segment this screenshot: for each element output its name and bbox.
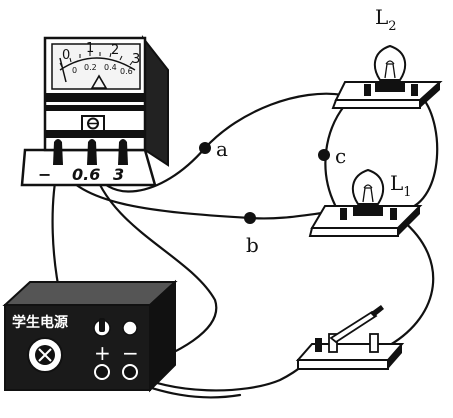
lamp-l2 [331, 44, 443, 109]
point-a-label: a [216, 137, 228, 161]
point-a-dot [199, 142, 211, 154]
psu-indicator-light-icon [122, 320, 138, 336]
switch-base-top [295, 343, 405, 361]
wire-l2-to-l1-right [403, 93, 439, 212]
switch-base-front [297, 359, 389, 370]
lamp-l1-label: L1 [390, 171, 412, 200]
psu-terminal-plus[interactable] [94, 364, 110, 380]
ammeter-terminal-0.6[interactable] [87, 139, 97, 165]
terminal-label-3: 3 [113, 165, 124, 184]
lamp-l1-base-side [308, 227, 399, 237]
ammeter-band-1 [45, 93, 145, 102]
ammeter-terminals [53, 139, 128, 165]
power-supply: 学生电源 + − [2, 279, 178, 393]
scale-top-3: 3 [132, 52, 140, 67]
ammeter-band-2 [45, 105, 145, 111]
switch-terminal-left[interactable] [315, 338, 322, 352]
scale-bottom-2: 0.4 [104, 63, 117, 72]
switch-base-right [388, 344, 402, 369]
scale-bottom-1: 0.2 [84, 63, 97, 72]
switch-handle[interactable] [370, 305, 384, 317]
point-c-dot [318, 149, 330, 161]
switch-blade[interactable] [329, 310, 378, 344]
ammeter: 0 1 2 3 0 0.2 0.4 0.6 A − 0.6 3 [20, 35, 169, 187]
ammeter-band-3 [45, 130, 145, 138]
terminal-label-0.6: 0.6 [72, 165, 100, 184]
terminal-label-minus: − [38, 165, 51, 184]
lamp-l1-terminal-right[interactable] [390, 208, 397, 220]
psu-plus-label: + [94, 341, 111, 365]
lamp-l2-base-side [331, 99, 421, 109]
ammeter-scale-arc [59, 57, 136, 71]
lamp-l1-base-right [398, 206, 420, 236]
psu-title: 学生电源 [12, 314, 68, 331]
ammeter-terminal-minus[interactable] [53, 139, 63, 165]
lamp-l1-socket [353, 206, 383, 216]
wire-ammeter-to-l1 [56, 163, 332, 220]
knife-switch [295, 305, 405, 370]
psu-title-plate [8, 308, 84, 332]
lamp-l1-bulb-icon [351, 168, 385, 205]
lamp-l1 [308, 168, 423, 237]
lamp-l1-terminal-left[interactable] [340, 208, 347, 220]
lamp-l2-label: L2 [375, 5, 397, 34]
wire-l1-to-switch [388, 218, 435, 347]
point-b-label: b [246, 233, 259, 257]
lamp-l2-bulb-icon [373, 44, 407, 81]
ammeter-unit-triangle [90, 74, 108, 89]
lamp-l2-socket [375, 82, 405, 92]
point-c-label: c [335, 144, 346, 168]
scale-bottom-3: 0.6 [120, 67, 133, 76]
switch-terminal-mid[interactable] [328, 333, 338, 353]
psu-top [2, 281, 178, 306]
psu-minus-label: − [122, 341, 139, 365]
point-b-dot [244, 212, 256, 224]
lamp-l2-terminal-left[interactable] [364, 84, 371, 96]
scale-bottom-0: 0 [72, 66, 77, 75]
ammeter-side [141, 35, 169, 167]
psu-terminal-minus[interactable] [122, 364, 138, 380]
switch-terminal-right[interactable] [369, 333, 379, 353]
scale-top-0: 0 [62, 48, 70, 63]
scale-top-1: 1 [86, 41, 94, 56]
scale-top-2: 2 [111, 43, 119, 58]
ammeter-scale-ticks [59, 52, 134, 68]
lamp-l2-base-right [420, 82, 440, 108]
ammeter-terminal-3[interactable] [118, 139, 128, 165]
ammeter-needle [59, 57, 67, 83]
lamp-l2-terminal-right[interactable] [411, 84, 418, 96]
